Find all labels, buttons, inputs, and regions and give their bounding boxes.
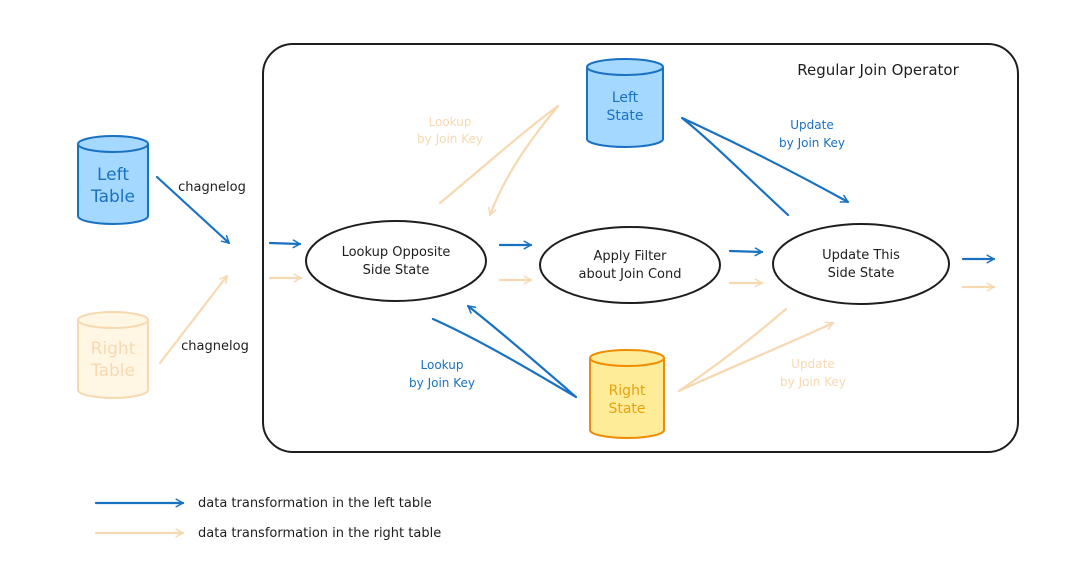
- lookup-right-label-1: Lookup: [421, 358, 464, 372]
- legend: data transformation in the left table da…: [94, 496, 441, 541]
- update-process-label-2: Side State: [828, 266, 895, 281]
- legend-left-text: data transformation in the left table: [198, 496, 432, 511]
- right-state-label-2: State: [608, 401, 645, 417]
- update-left-label-2: by Join Key: [779, 136, 845, 150]
- operator-title: Regular Join Operator: [797, 61, 959, 79]
- right-state-label-1: Right: [609, 383, 646, 399]
- left-state-label-2: State: [606, 108, 643, 124]
- right-table-label-1: Right: [91, 339, 136, 359]
- filter-process-label-2: about Join Cond: [579, 267, 682, 282]
- right-state-cylinder: Right State: [589, 349, 665, 439]
- changelog-right-label: chagnelog: [181, 339, 249, 354]
- changelog-right-arrow: [158, 274, 229, 365]
- lookup-process-label-1: Lookup Opposite: [342, 245, 451, 260]
- lookup-left-label-2: by Join Key: [417, 132, 483, 146]
- update-right-state-faint-arrow: [677, 307, 835, 393]
- lookup-process-label-2: Side State: [363, 263, 430, 278]
- right-table-cylinder: Right Table: [77, 311, 149, 399]
- flow-filter-update-blue-arrow: [728, 247, 764, 257]
- lookup-right-label-2: by Join Key: [409, 376, 475, 390]
- update-right-label-1: Update: [791, 357, 834, 371]
- lookup-left-label-1: Lookup: [429, 115, 472, 129]
- update-process-label-1: Update This: [822, 248, 900, 263]
- lookup-right-state-blue-arrow: [431, 304, 578, 399]
- changelog-left-arrow: [155, 175, 231, 245]
- update-left-state-blue-arrow: [680, 116, 850, 217]
- operator-frame: Regular Join Operator: [262, 43, 1019, 453]
- apply-filter-process: Apply Filter about Join Cond: [539, 226, 721, 304]
- right-table-label-2: Table: [90, 361, 135, 381]
- left-table-cylinder: Left Table: [77, 135, 149, 225]
- update-this-process: Update This Side State: [772, 223, 950, 305]
- filter-process-label-1: Apply Filter: [593, 249, 667, 264]
- left-state-label-1: Left: [612, 90, 639, 106]
- update-right-label-2: by Join Key: [780, 375, 846, 389]
- legend-right-text: data transformation in the right table: [198, 526, 441, 541]
- lookup-opposite-process: Lookup Opposite Side State: [305, 220, 487, 302]
- left-table-label-2: Table: [90, 187, 135, 207]
- flow-in-blue-arrow: [268, 239, 302, 249]
- update-left-label-1: Update: [790, 118, 833, 132]
- lookup-left-state-faint-arrow: [438, 104, 560, 217]
- changelog-left-label: chagnelog: [178, 180, 246, 195]
- left-state-cylinder: Left State: [586, 58, 664, 148]
- left-table-label-1: Left: [97, 165, 129, 185]
